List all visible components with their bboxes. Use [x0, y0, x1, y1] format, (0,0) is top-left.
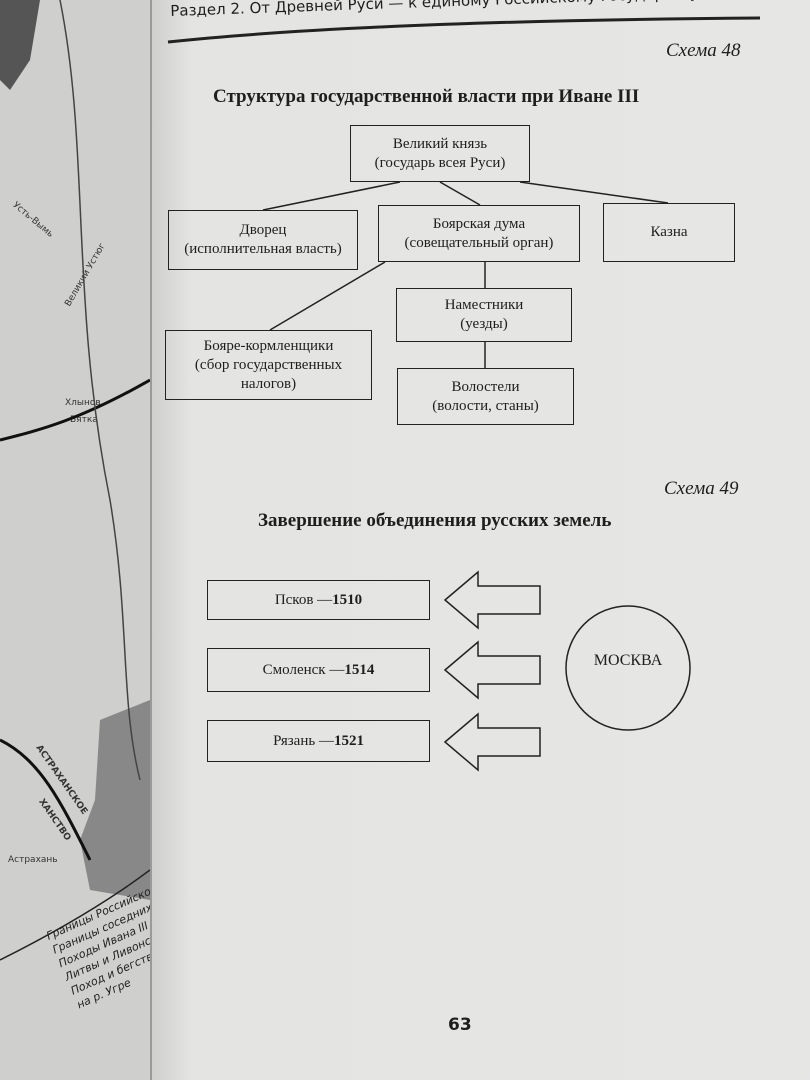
connector [269, 261, 386, 331]
scheme-label: Схема 48 [666, 40, 741, 61]
connector [262, 181, 401, 211]
city-box: Псков — 1510 [207, 580, 430, 620]
scheme-label: Схема 49 [664, 478, 739, 499]
node-volosteli: Волостели(волости, станы) [397, 368, 574, 425]
node-boyar-duma: Боярская дума(совещательный орган) [378, 205, 580, 262]
text-page [152, 0, 810, 1080]
map-page: Усть-Вымь Великий Устюг Вятка Хлынов АСТ… [0, 0, 152, 1080]
map-label: Хлынов [65, 398, 101, 408]
connector [439, 181, 481, 206]
map-label: Вятка [70, 415, 98, 425]
city-box: Смоленск — 1514 [207, 648, 430, 692]
arrow-left-icon [443, 640, 541, 700]
moscow-circle [565, 605, 691, 731]
connector [519, 181, 669, 204]
arrow-left-icon [443, 712, 541, 772]
city-box: Рязань — 1521 [207, 720, 430, 762]
scheme-title: Завершение объединения русских земель [258, 510, 612, 531]
node-namestniki: Наместники(уезды) [396, 288, 572, 342]
header-rule [167, 16, 761, 44]
map-drawing [0, 0, 150, 961]
moscow-label: МОСКВА [593, 652, 663, 669]
arrow-left-icon [443, 570, 541, 630]
map-label: Астрахань [8, 855, 58, 865]
node-treasury: Казна [603, 203, 735, 262]
node-palace: Дворец(исполнительная власть) [168, 210, 358, 270]
node-grand-prince: Великий князь(государь всея Руси) [350, 125, 530, 182]
page-number: 63 [448, 1015, 472, 1035]
scheme-title: Структура государственной власти при Ива… [213, 86, 640, 107]
